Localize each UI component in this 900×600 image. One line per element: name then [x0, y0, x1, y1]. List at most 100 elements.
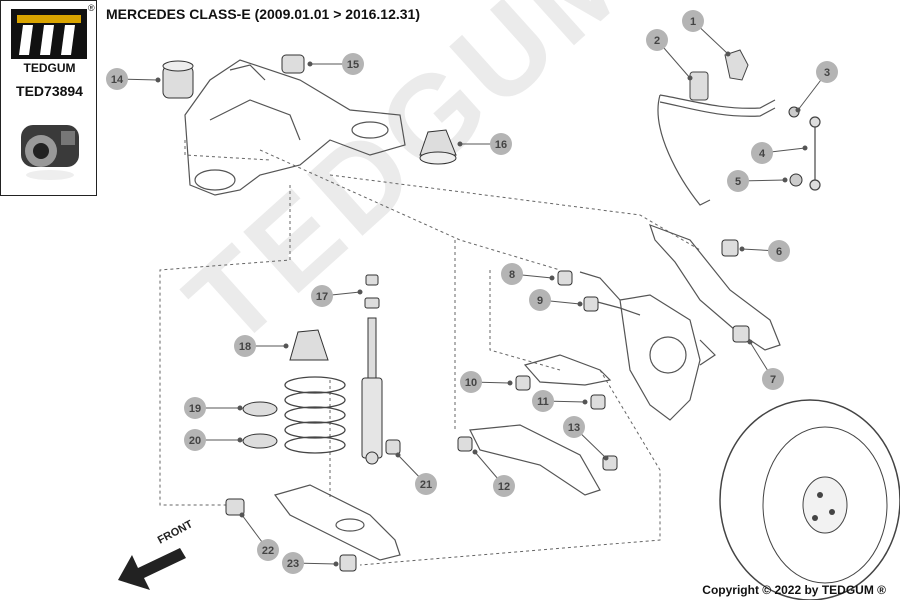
- callout-pointer-9: [577, 301, 583, 307]
- callout-badge-7: [762, 368, 784, 390]
- callout-23: 23: [282, 552, 304, 574]
- callout-number: 13: [568, 422, 580, 434]
- callout-badge-13: [563, 416, 585, 438]
- callout-11: 11: [532, 390, 554, 412]
- product-thumbnail: [21, 125, 79, 180]
- callout-9: 9: [529, 289, 551, 311]
- product-code: TED73894: [16, 83, 83, 99]
- stabilizer-bracket: [724, 49, 749, 81]
- callout-pointer-11: [582, 399, 588, 405]
- link-bushing-11: [590, 394, 606, 410]
- callout-pointer-19: [237, 405, 243, 411]
- callout-pointer-8: [549, 275, 555, 281]
- upper-control-arm: [649, 223, 781, 351]
- callout-number: 15: [347, 59, 359, 71]
- shock-absorber: [361, 274, 383, 465]
- callout-7: 7: [762, 368, 784, 390]
- callout-number: 16: [495, 139, 507, 151]
- link-bushing-9: [583, 296, 599, 312]
- callout-badge-10: [460, 371, 482, 393]
- callout-number: 9: [537, 295, 543, 307]
- callout-pointer-1: [725, 51, 731, 57]
- arm-bushing-6: [721, 239, 739, 257]
- callout-number: 19: [189, 403, 201, 415]
- callout-number: 6: [776, 246, 782, 258]
- link-bushing-8: [557, 270, 573, 286]
- callout-number: 12: [498, 481, 510, 493]
- link-bushing-10: [515, 375, 531, 391]
- callout-badge-14: [106, 68, 128, 90]
- callout-badge-2: [646, 29, 668, 51]
- callout-number: 20: [189, 435, 201, 447]
- front-direction-indicator: FRONT: [118, 518, 195, 590]
- assembly-guide-lines: [159, 140, 701, 566]
- callout-badge-21: [415, 473, 437, 495]
- spring-bearing: [242, 401, 278, 417]
- callout-badge-1: [682, 10, 704, 32]
- callout-5: 5: [727, 170, 749, 192]
- callout-1: 1: [682, 10, 704, 32]
- callout-number: 11: [537, 396, 549, 408]
- shock-bushing-21: [385, 439, 401, 455]
- callout-badge-5: [727, 170, 749, 192]
- callout-badge-9: [529, 289, 551, 311]
- callout-13: 13: [563, 416, 585, 438]
- callout-pointer-14: [155, 77, 161, 83]
- callout-number: 14: [111, 74, 124, 86]
- callout-badge-15: [342, 53, 364, 75]
- stabilizer-bar: [657, 94, 776, 206]
- callout-badge-18: [234, 335, 256, 357]
- callout-badge-20: [184, 429, 206, 451]
- callout-badge-22: [257, 539, 279, 561]
- brand-logo-panel: ® TEDGUM TED73894: [0, 0, 97, 196]
- callout-badge-17: [311, 285, 333, 307]
- callout-number: 21: [420, 479, 432, 491]
- callout-17: 17: [311, 285, 333, 307]
- link-bushing-12: [457, 436, 473, 452]
- callout-16: 16: [490, 133, 512, 155]
- callout-pointer-21: [395, 452, 401, 458]
- callout-badge-11: [532, 390, 554, 412]
- coil-spring: [284, 376, 346, 454]
- front-arrow-icon: [118, 548, 186, 590]
- callout-pointer-3: [795, 107, 801, 113]
- brand-name: TEDGUM: [23, 61, 76, 75]
- callout-pointer-4: [802, 145, 808, 151]
- callout-3: 3: [816, 61, 838, 83]
- stabilizer-bushing: [689, 71, 709, 101]
- callout-badge-23: [282, 552, 304, 574]
- callout-pointer-15: [307, 61, 313, 67]
- callout-21: 21: [415, 473, 437, 495]
- callout-4: 4: [751, 142, 773, 164]
- callout-pointer-17: [357, 289, 363, 295]
- lower-spring-link: [273, 484, 401, 561]
- spring-seat: [242, 433, 278, 449]
- rear-subframe: [184, 59, 406, 196]
- callout-number: 4: [759, 148, 766, 160]
- callout-number: 8: [509, 269, 515, 281]
- callout-number: 5: [735, 176, 741, 188]
- callout-number: 17: [316, 291, 328, 303]
- callout-number: 23: [287, 558, 299, 570]
- callout-number: 22: [262, 545, 274, 557]
- callout-15: 15: [342, 53, 364, 75]
- callout-number: 2: [654, 35, 660, 47]
- callout-pointer-7: [747, 339, 753, 345]
- callout-14: 14: [106, 68, 128, 90]
- link-bushing: [789, 173, 803, 187]
- lower-bushing-23: [339, 554, 357, 572]
- callout-pointer-22: [239, 512, 245, 518]
- callout-pointer-13: [603, 455, 609, 461]
- callout-2: 2: [646, 29, 668, 51]
- callout-pointer-5: [782, 177, 788, 183]
- callout-19: 19: [184, 397, 206, 419]
- callout-22: 22: [257, 539, 279, 561]
- callout-pointer-6: [739, 246, 745, 252]
- copyright-notice: Copyright © 2022 by TEDGUM ®: [702, 583, 886, 597]
- tedgum-logo-icon: [11, 9, 87, 59]
- wheel-carrier: [619, 294, 716, 421]
- callout-number: 10: [465, 377, 477, 389]
- lower-bushing-22: [225, 498, 245, 516]
